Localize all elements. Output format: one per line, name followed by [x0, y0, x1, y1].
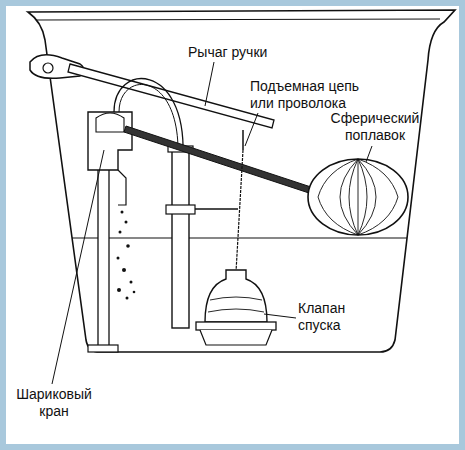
- flapper-ribs: [208, 297, 264, 312]
- spray-drop: [119, 231, 122, 234]
- float-stripe: [358, 159, 359, 235]
- part-label: Подъемная цепь или проволока: [250, 78, 375, 112]
- float-stripe: [358, 159, 398, 235]
- valve-seat: [196, 322, 276, 330]
- spray-drop: [125, 221, 128, 224]
- flapper-valve: [205, 270, 267, 322]
- fill-valve-cap: [96, 113, 124, 132]
- float-ball: [308, 159, 408, 235]
- spray-drop: [126, 244, 130, 248]
- water-spray: [117, 211, 136, 300]
- handle-pivot: [43, 63, 53, 73]
- float-arm: [124, 126, 314, 194]
- lift-chain: [236, 150, 243, 272]
- spray-drop: [133, 291, 136, 294]
- float-stripe: [318, 159, 358, 235]
- leader-line: [205, 62, 214, 106]
- float-stripe: [349, 159, 358, 235]
- spray-drop: [126, 297, 129, 300]
- part-label: Сферический поплавок: [320, 110, 430, 144]
- overflow-tube: [172, 150, 189, 328]
- tank-rim: [36, 19, 440, 20]
- guide-arm: [195, 208, 238, 209]
- part-label: Шариковый кран: [8, 386, 100, 420]
- part-label: Рычаг ручки: [188, 44, 328, 61]
- fill-valve-outlet: [118, 170, 126, 205]
- spray-drop: [117, 288, 121, 292]
- spray-drop: [121, 211, 124, 214]
- leader-line: [366, 146, 372, 162]
- float-stripe: [358, 159, 367, 235]
- float-stripe: [340, 159, 358, 235]
- leader-line: [245, 113, 258, 146]
- water-line: [72, 237, 407, 238]
- leader-line: [264, 314, 296, 318]
- spray-drop: [130, 281, 133, 284]
- spray-drop: [117, 257, 120, 260]
- tank-outline: [28, 10, 455, 352]
- float-stripe: [358, 159, 376, 235]
- frame-border: [3, 3, 462, 447]
- leader-line: [52, 150, 104, 384]
- fill-valve-body: [88, 112, 132, 170]
- part-label: Клапан спуска: [298, 300, 368, 334]
- lift-hook: [242, 130, 244, 150]
- spray-drop: [122, 268, 126, 272]
- flush-outlet: [200, 330, 272, 345]
- fill-valve-base: [88, 345, 118, 352]
- float-stripes: [318, 159, 398, 235]
- guide-clamp: [166, 205, 195, 214]
